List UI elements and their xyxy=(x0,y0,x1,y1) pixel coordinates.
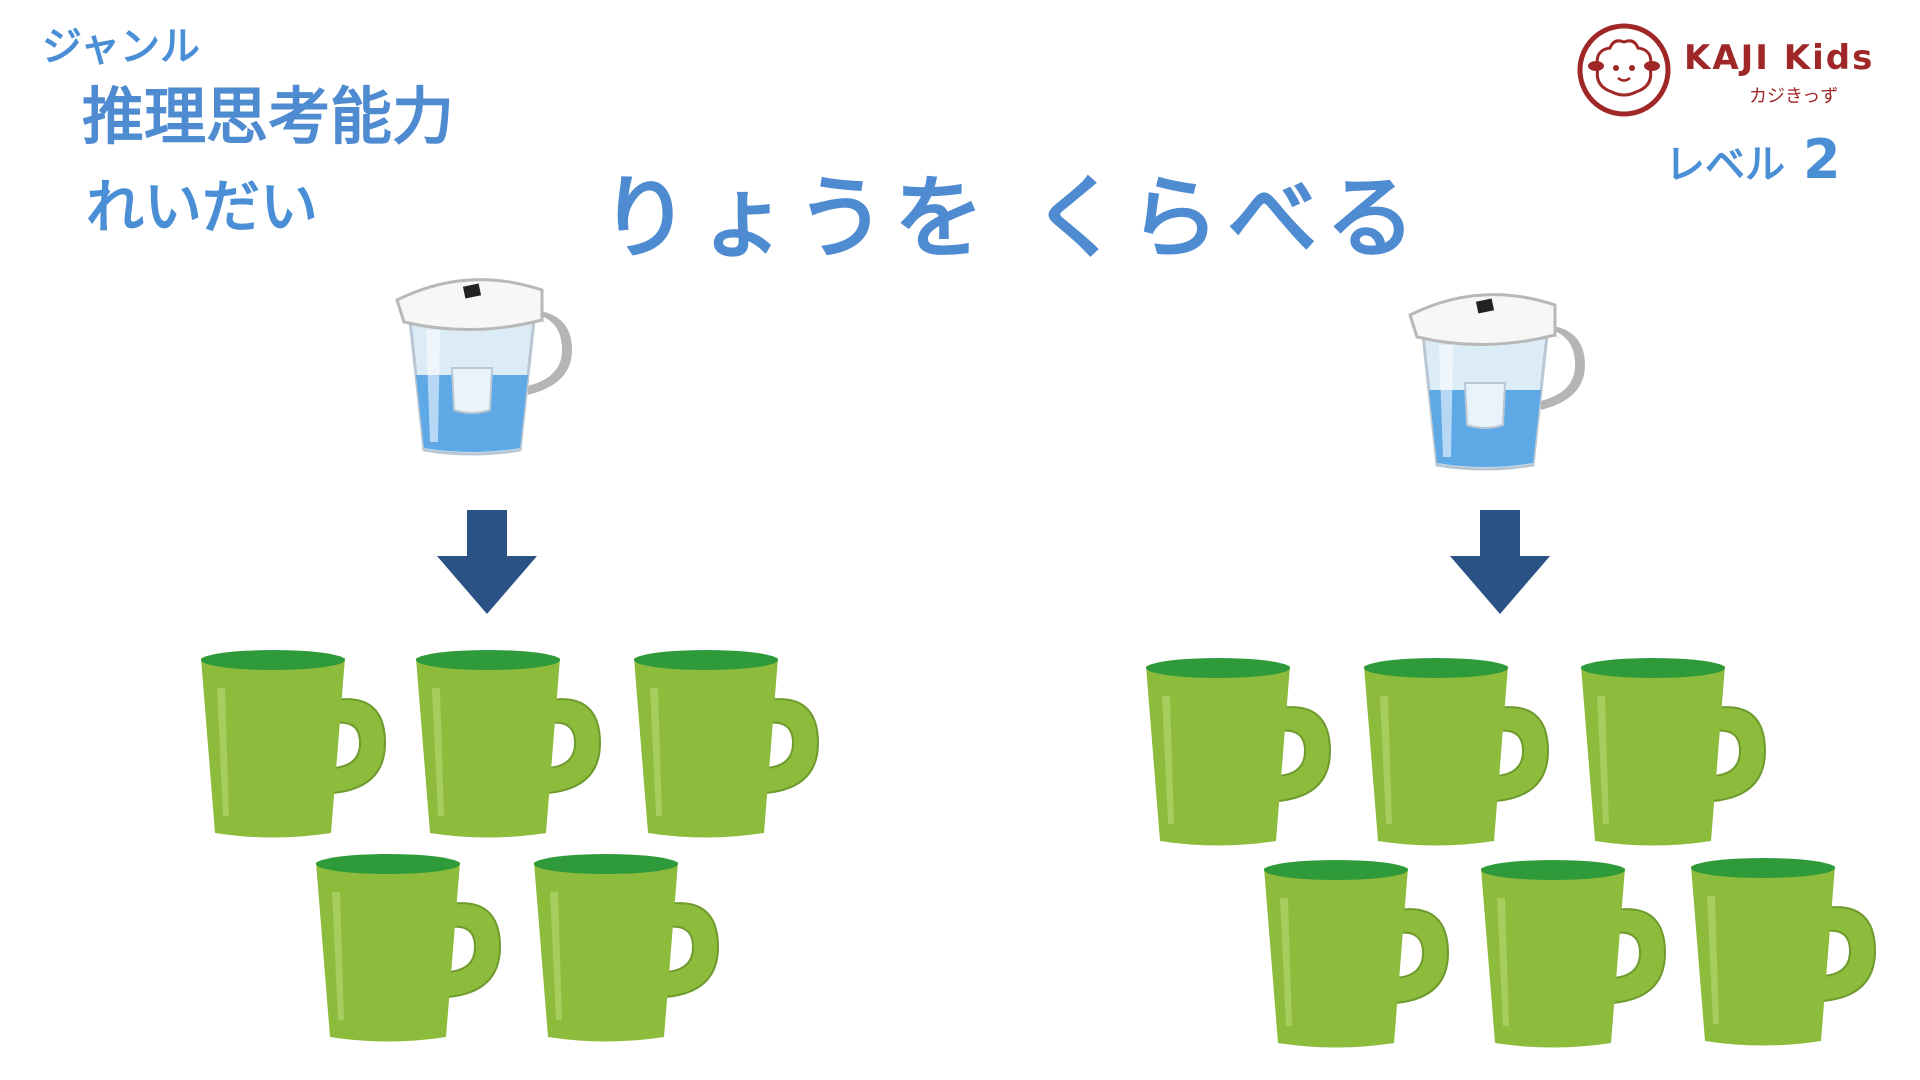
right-water-pitcher-icon xyxy=(1405,275,1605,490)
level-number: 2 xyxy=(1803,128,1841,191)
left-mug-5-icon xyxy=(533,853,719,1043)
subcategory-label: れいだい xyxy=(86,173,319,241)
level-indicator: レベル 2 xyxy=(1665,128,1841,191)
right-mug-6-icon xyxy=(1690,857,1876,1047)
kaji-kids-logo: KAJI Kids カジきっず xyxy=(1574,20,1884,125)
right-mug-2-icon xyxy=(1363,657,1549,847)
logo-brand-kana: カジきっず xyxy=(1749,86,1839,107)
left-mug-3-icon xyxy=(633,649,819,839)
left-mug-4-icon xyxy=(315,853,501,1043)
left-mug-1-icon xyxy=(200,649,386,839)
right-mug-3-icon xyxy=(1580,657,1766,847)
right-mug-1-icon xyxy=(1145,657,1331,847)
left-mug-2-icon xyxy=(415,649,601,839)
logo-brand-text: KAJI Kids xyxy=(1684,38,1875,78)
left-water-pitcher-icon xyxy=(392,260,592,475)
right-arrow-down-icon xyxy=(1450,510,1550,614)
category-title: 推理思考能力 xyxy=(82,80,455,153)
left-arrow-down-icon xyxy=(437,510,537,614)
sheep-logo-icon xyxy=(1577,23,1671,117)
page-title: りょうを くらべる xyxy=(600,166,1424,271)
genre-label: ジャンル xyxy=(42,24,200,70)
right-mug-4-icon xyxy=(1263,859,1449,1049)
right-mug-5-icon xyxy=(1480,859,1666,1049)
level-label: レベル xyxy=(1665,142,1785,188)
